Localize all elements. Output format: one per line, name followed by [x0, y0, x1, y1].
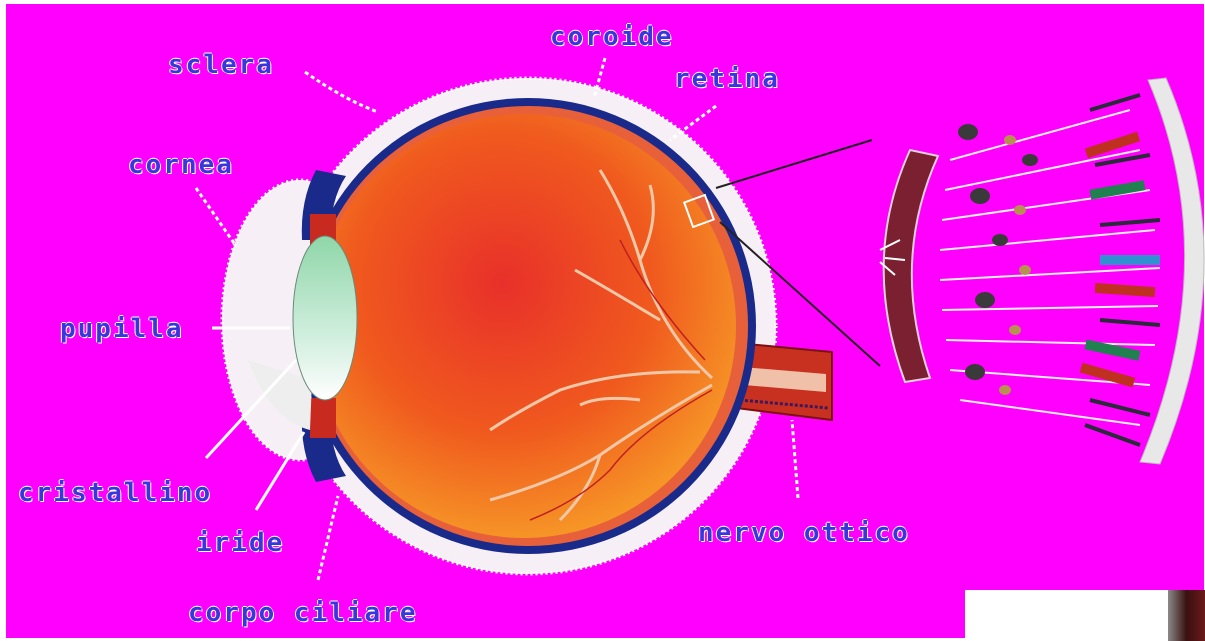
label-coroide: coroide [550, 22, 674, 52]
label-retina: retina [674, 64, 780, 94]
label-corpo-ciliare: corpo ciliare [188, 598, 418, 628]
label-sclera: sclera [168, 50, 274, 80]
label-cornea: cornea [128, 150, 234, 180]
label-nervo-ottico: nervo ottico [698, 518, 910, 548]
label-pupilla: pupilla [60, 314, 184, 344]
label-cristallino: cristallino [18, 478, 212, 508]
zoom-line-top [716, 140, 872, 188]
lens-cristallino [293, 236, 357, 400]
retina-cells-zoom [880, 78, 1204, 464]
vitreous-body [312, 114, 736, 538]
label-iride: iride [196, 528, 284, 558]
corner-image-fragment [1168, 590, 1205, 641]
